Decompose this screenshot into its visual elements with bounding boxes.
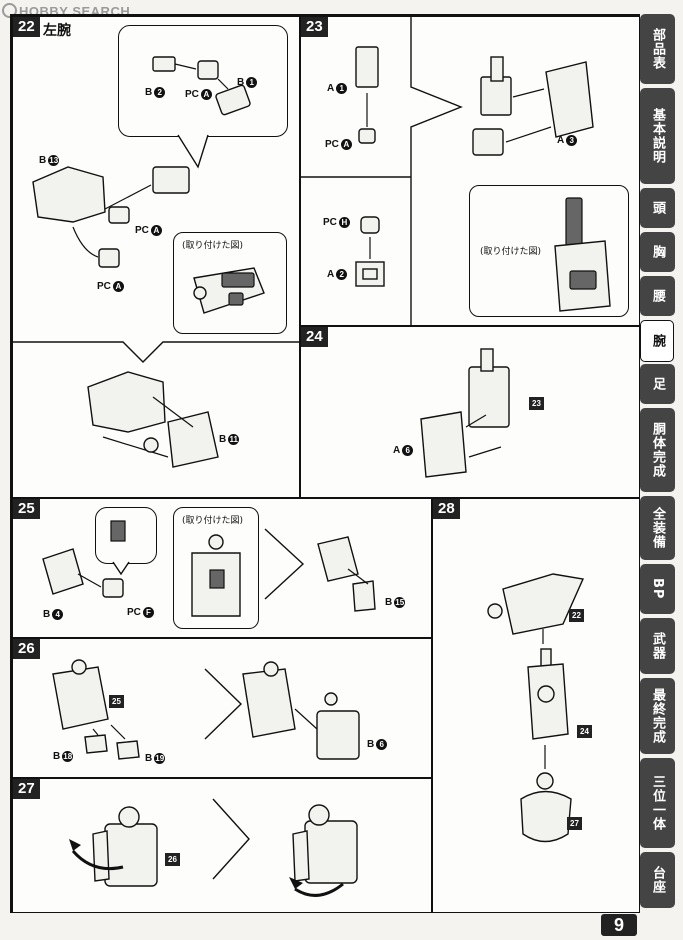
hobby-search-logo-icon <box>2 3 17 18</box>
step-28-number: 28 <box>433 499 460 519</box>
ref-step-25: 25 <box>109 695 124 708</box>
tab-body-complete[interactable]: 胴体完成 <box>640 408 675 492</box>
step-23-attached-part <box>554 197 611 312</box>
step-25-attached-part <box>191 534 241 617</box>
ref-step-24: 24 <box>577 725 592 738</box>
step-25-number: 25 <box>13 499 40 519</box>
tab-final-complete[interactable]: 最終完成 <box>640 678 675 754</box>
step-25-detail-callout <box>95 507 157 564</box>
step-22-illustration <box>13 56 299 468</box>
tab-arm[interactable]: 腕 <box>640 320 674 362</box>
attached-caption-25: (取り付けた図) <box>182 516 244 526</box>
tab-chest[interactable]: 胸 <box>640 232 675 272</box>
page-number: 9 <box>601 914 637 936</box>
attached-caption-23: (取り付けた図) <box>480 247 542 257</box>
step-28-panel: 28 22 24 27 <box>432 498 640 913</box>
tab-weapons[interactable]: 武器 <box>640 618 675 674</box>
attached-caption: (取り付けた図) <box>182 241 244 251</box>
step-26-number: 26 <box>13 639 40 659</box>
tab-waist[interactable]: 腰 <box>640 276 675 316</box>
attached-view-part <box>193 267 265 314</box>
tab-trinity[interactable]: 三位一体 <box>640 758 675 848</box>
step-27-number: 27 <box>13 779 40 799</box>
tab-parts-list[interactable]: 部品表 <box>640 14 675 84</box>
step-23-number: 23 <box>301 17 328 37</box>
ref-step-23: 23 <box>529 397 544 410</box>
tab-leg[interactable]: 足 <box>640 364 675 404</box>
step-22-title: 左腕 <box>43 23 71 39</box>
step-23-attached-view: (取り付けた図) <box>469 185 629 317</box>
tab-head[interactable]: 頭 <box>640 188 675 228</box>
step-22-number: 22 <box>13 17 40 37</box>
step-27-panel: 27 26 <box>12 778 432 913</box>
ref-step-22: 22 <box>569 609 584 622</box>
step-22-panel: 22 左腕 (取り付けた図) <box>12 16 300 498</box>
tab-stand[interactable]: 台座 <box>640 852 675 908</box>
step-25-illustration <box>42 520 376 612</box>
step-22-attached-view: (取り付けた図) <box>173 232 287 334</box>
step-28-illustration <box>487 573 585 843</box>
step-23-illustration <box>301 17 594 325</box>
tab-bp[interactable]: BP <box>640 564 675 614</box>
ref-step-27: 27 <box>567 817 582 830</box>
ref-step-26: 26 <box>165 853 180 866</box>
instruction-page: 22 左腕 (取り付けた図) <box>10 14 640 913</box>
step-25-attached-view: (取り付けた図) <box>173 507 259 629</box>
step-26-illustration <box>52 659 360 760</box>
step-22-detail-callout <box>118 25 288 137</box>
step-24-number: 24 <box>301 327 328 347</box>
tab-basic-instructions[interactable]: 基本説明 <box>640 88 675 184</box>
step-27-illustration <box>69 798 358 897</box>
tab-full-equipment[interactable]: 全装備 <box>640 496 675 560</box>
step-24-illustration <box>420 348 510 478</box>
